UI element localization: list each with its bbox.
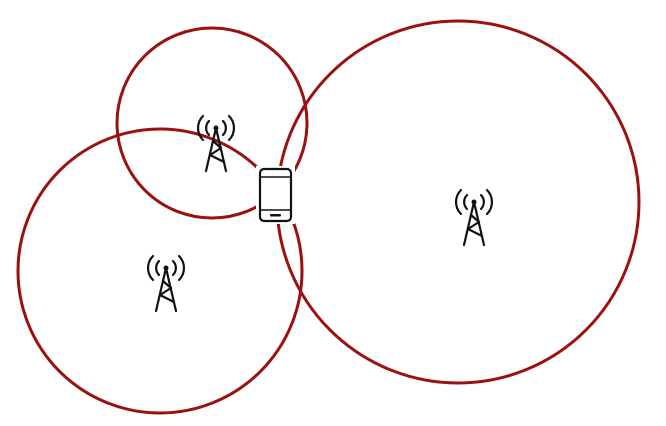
cell-tower-left xyxy=(146,254,186,313)
coverage-circle-top xyxy=(115,26,309,220)
cell-tower-icon xyxy=(196,114,236,173)
coverage-circles xyxy=(16,19,641,415)
smartphone xyxy=(256,166,295,224)
cell-tower-icon xyxy=(146,254,186,313)
cell-tower-right xyxy=(454,188,494,247)
coverage-circle-right xyxy=(275,19,641,385)
smartphone-icon xyxy=(258,167,293,223)
coverage-circle-left xyxy=(16,127,304,415)
cell-tower-icon xyxy=(454,188,494,247)
cell-tower-top xyxy=(196,114,236,173)
